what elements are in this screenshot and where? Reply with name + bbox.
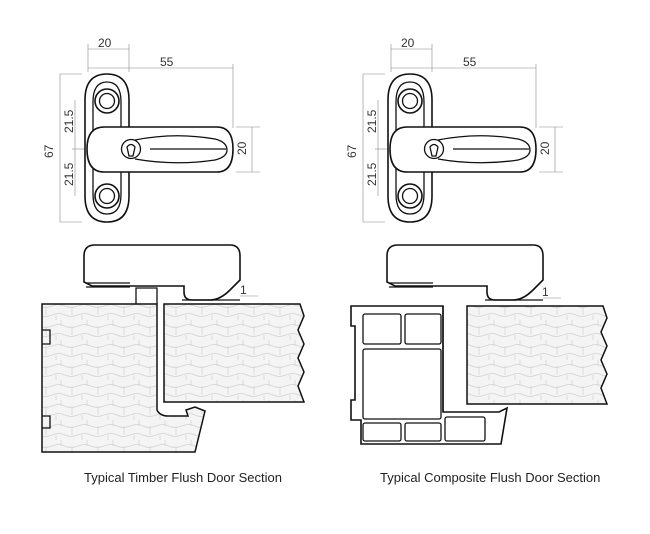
composite-dim-top-width: 20 [401, 36, 415, 50]
timber-dim-height: 67 [42, 144, 56, 158]
composite-caption: Typical Composite Flush Door Section [380, 470, 600, 485]
composite-dim-handle-height: 20 [538, 141, 552, 155]
timber-guard-drawing [59, 43, 261, 301]
timber-dim-handle-height: 20 [235, 141, 249, 155]
timber-section [41, 43, 306, 453]
timber-dim-lower-half: 21.5 [62, 162, 76, 186]
composite-dim-lower-half: 21.5 [365, 162, 379, 186]
timber-dim-overall-width: 55 [160, 55, 174, 69]
timber-frame [41, 303, 206, 453]
timber-dim-clearance: 1 [240, 283, 247, 297]
composite-dim-overall-width: 55 [463, 55, 477, 69]
composite-frame [350, 305, 509, 445]
composite-section [350, 43, 609, 445]
composite-guard-drawing [362, 43, 564, 301]
composite-dim-upper-half: 21.5 [365, 109, 379, 133]
composite-dim-clearance: 1 [542, 285, 549, 299]
timber-dim-upper-half: 21.5 [62, 109, 76, 133]
timber-caption: Typical Timber Flush Door Section [84, 470, 282, 485]
timber-door [163, 303, 306, 403]
composite-door [466, 305, 609, 405]
timber-dim-top-width: 20 [98, 36, 112, 50]
composite-dim-height: 67 [345, 144, 359, 158]
